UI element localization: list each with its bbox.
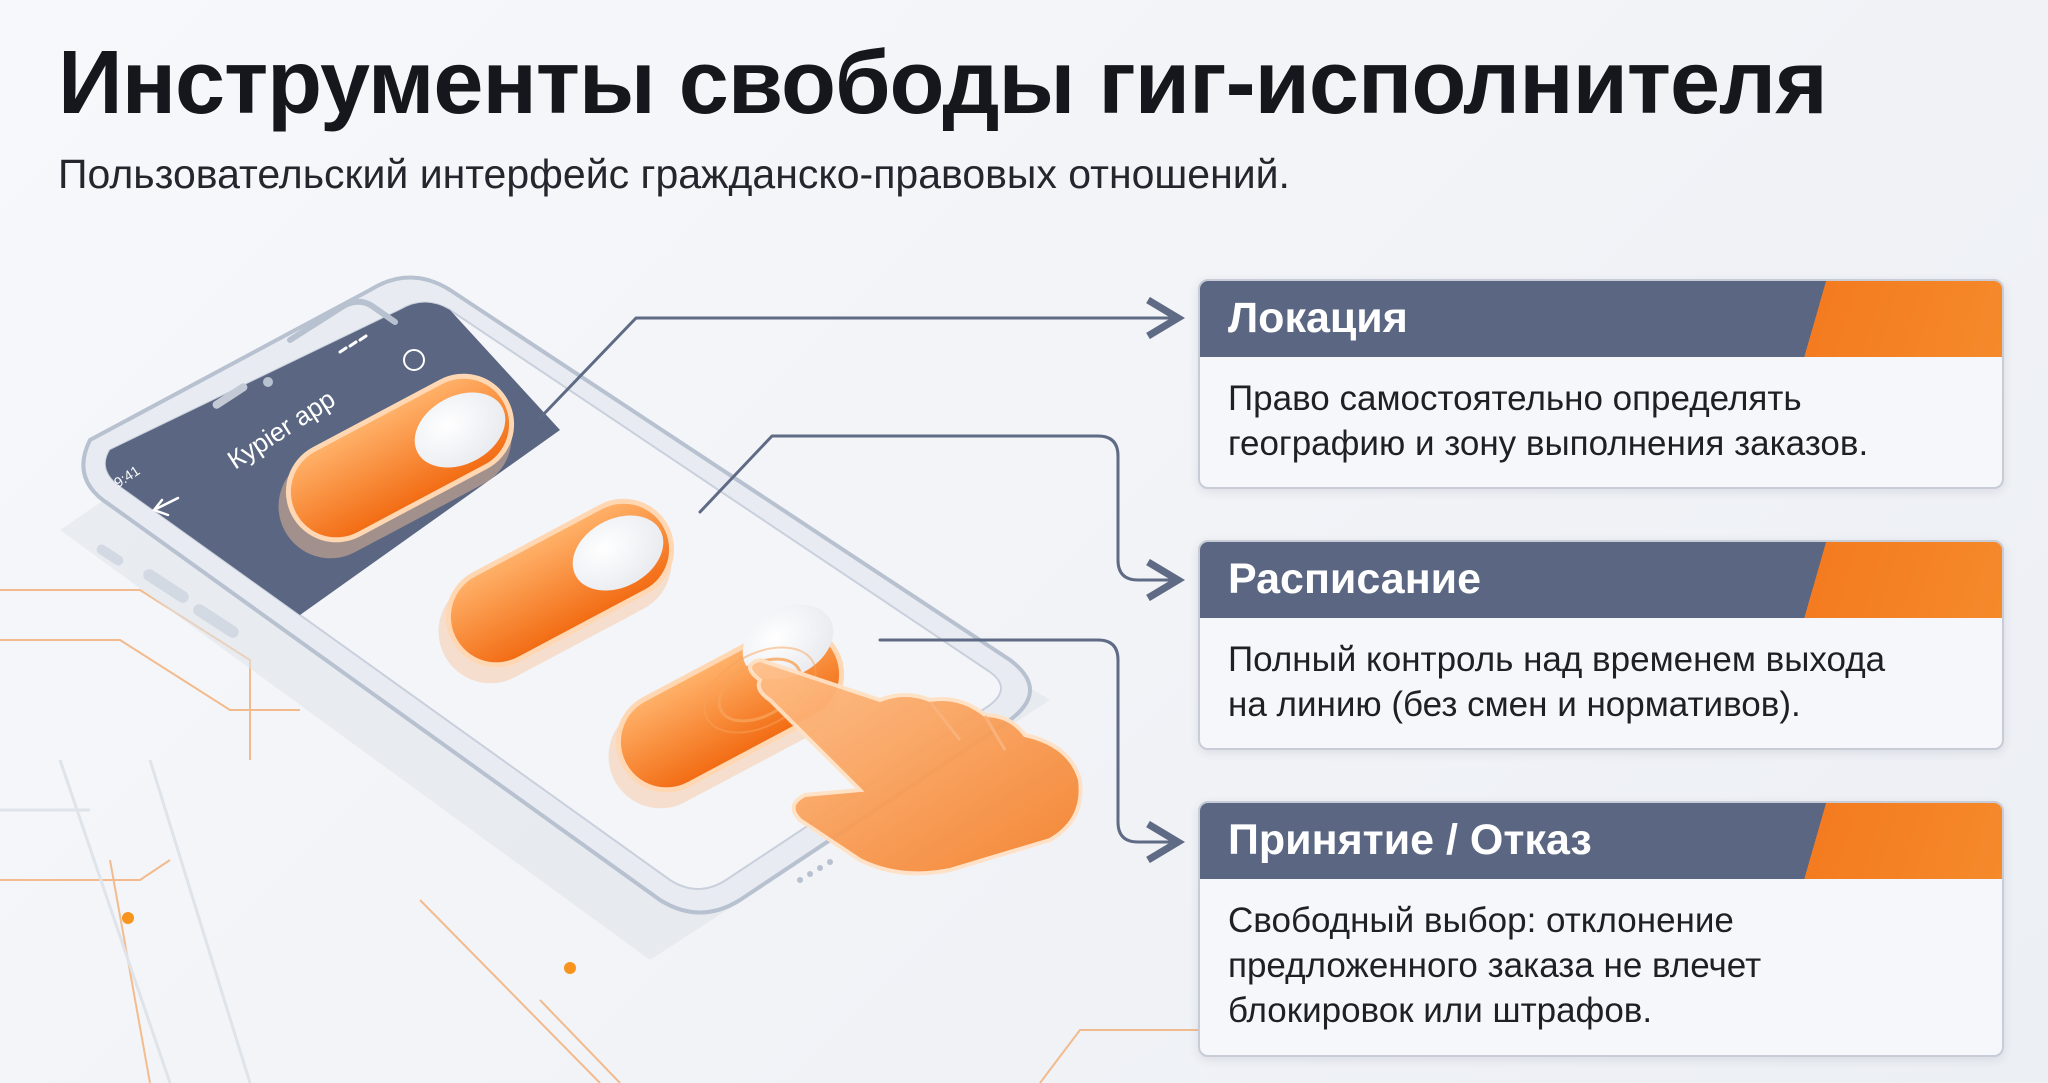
page-subtitle: Пользовательский интерфейс гражданско-пр… [58, 151, 1290, 197]
card-location: Локация Право самостоятельно определять … [1198, 279, 2004, 489]
connectors [538, 318, 1175, 842]
card-title: Расписание [1228, 555, 1482, 603]
speaker-dots [797, 859, 833, 883]
connector-schedule [698, 434, 1175, 580]
card-accept-reject: Принятие / Отказ Свободный выбор: отклон… [1198, 801, 2004, 1057]
toggle-location[interactable] [260, 359, 530, 576]
connector-accept [878, 638, 1175, 842]
card-title: Локация [1228, 294, 1408, 342]
signal-icon [338, 334, 368, 354]
card-header: Локация [1200, 281, 2002, 357]
circuit-traces-light [0, 759, 252, 1083]
page-title: Инструменты свободы гиг-исполнителя [58, 33, 1828, 133]
hand-pointer-icon [748, 657, 1083, 876]
camera-dot [263, 377, 273, 387]
speaker-slot [212, 383, 248, 409]
side-button [96, 544, 124, 566]
phone-notch [287, 298, 398, 343]
hand-finger-lines [928, 701, 1007, 751]
toggle-schedule[interactable] [420, 484, 690, 701]
card-header: Расписание [1200, 542, 2002, 618]
connector-location [538, 318, 1175, 420]
side-button [193, 604, 239, 638]
card-text: Свободный выбор: отклонение предложенног… [1228, 901, 1762, 1030]
circuit-nodes [122, 912, 576, 974]
card-text: Право самостоятельно определять географи… [1228, 379, 1869, 463]
side-button [143, 569, 189, 603]
back-arrow-icon [151, 496, 180, 517]
card-header: Принятие / Отказ [1200, 803, 2002, 879]
card-text: Полный контроль над временем выхода на л… [1228, 640, 1886, 724]
profile-icon [403, 349, 425, 371]
card-title: Принятие / Отказ [1228, 816, 1592, 864]
phone: Курier app 9:41 [60, 275, 1083, 960]
card-schedule: Расписание Полный контроль над временем … [1198, 540, 2004, 750]
